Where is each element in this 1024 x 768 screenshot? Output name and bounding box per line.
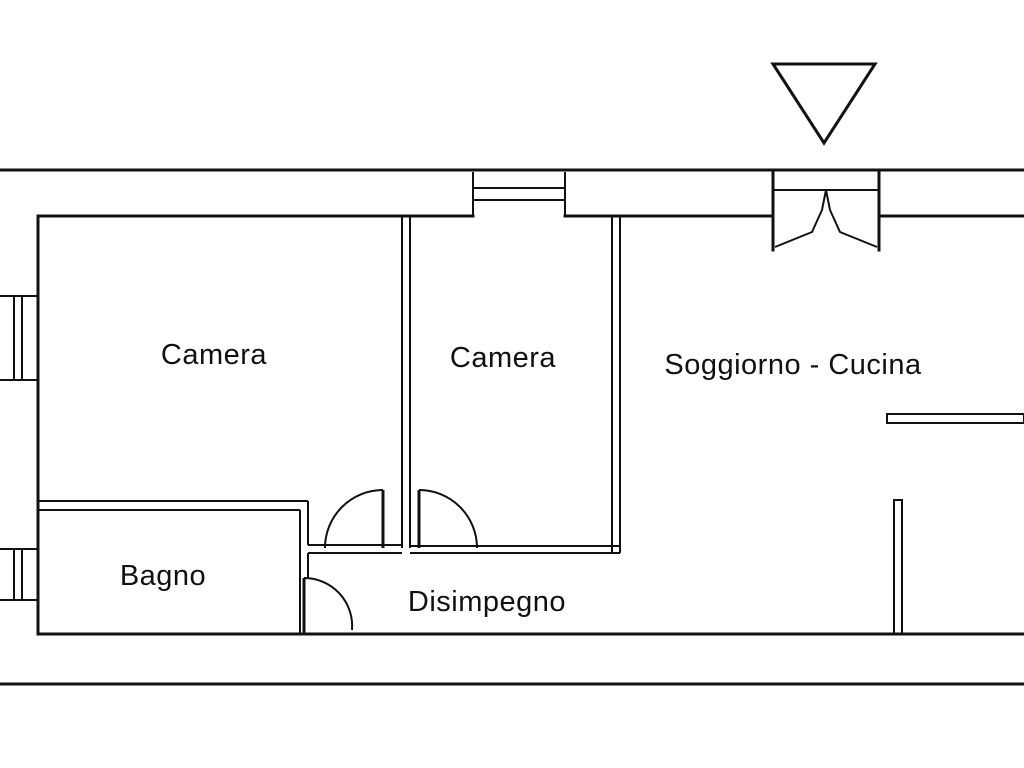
room-label-disimpegno: Disimpegno (408, 586, 566, 618)
door-camera-2 (417, 489, 478, 549)
door-bagno (302, 576, 354, 634)
room-label-soggiorno-cucina: Soggiorno - Cucina (664, 349, 922, 381)
room-label-bagno: Bagno (120, 560, 206, 592)
interior-walls (38, 216, 1024, 635)
window-left-lower (0, 548, 38, 601)
window-left-upper (0, 295, 38, 381)
entrance-door (771, 170, 881, 252)
door-camera-1 (324, 489, 385, 549)
outer-walls (0, 168, 1024, 686)
entrance-arrow-icon (770, 62, 878, 146)
room-label-camera-2: Camera (450, 342, 557, 374)
room-label-camera-1: Camera (161, 339, 268, 371)
window-top (472, 172, 566, 216)
